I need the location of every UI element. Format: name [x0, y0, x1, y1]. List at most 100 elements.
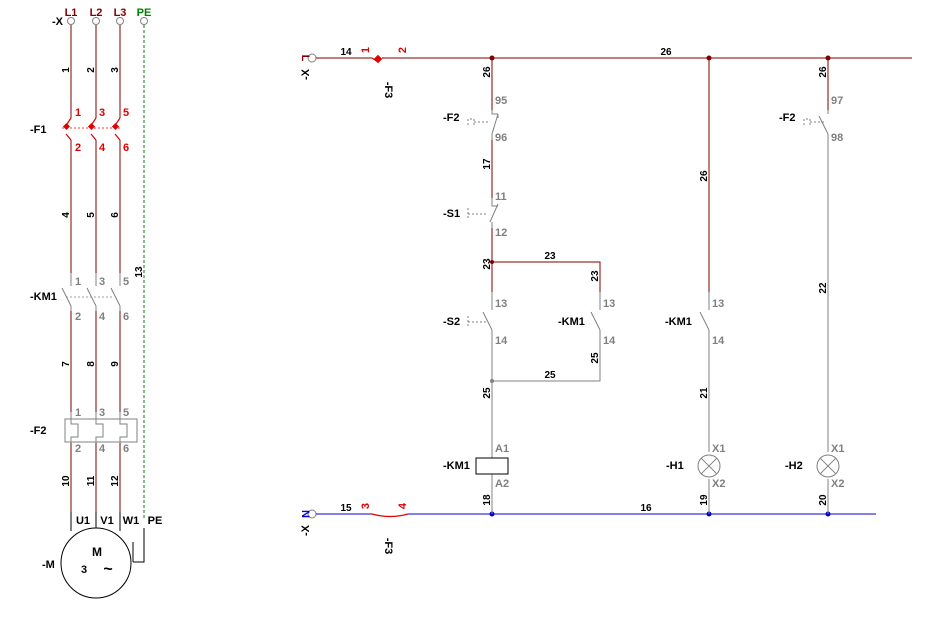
terminal-number: 96 [495, 132, 507, 144]
motor-ac-symbol: ~ [103, 561, 112, 578]
wire-number: 15 [340, 503, 352, 514]
terminal-number: 14 [712, 335, 725, 347]
terminal-number: 3 [99, 107, 105, 119]
power-terminals [67, 17, 148, 25]
wire-number: 26 [660, 47, 672, 58]
wire-number: 23 [482, 258, 493, 270]
wire-number: 25 [482, 387, 493, 399]
terminal-number: A2 [495, 478, 509, 490]
power-circuit: L1 L2 L3 PE -X 1 2 3 4 5 6 7 8 9 [30, 7, 162, 599]
terminal-number: 1 [75, 107, 81, 119]
wire-number: 2 [86, 67, 97, 73]
phase-wires [70, 25, 121, 520]
start-button-s2: -S2 13 14 [443, 292, 508, 347]
terminal-number: 6 [123, 142, 129, 154]
wire-number: 20 [818, 494, 829, 506]
contactor-km1-coil: -KM1 A1 A2 [443, 443, 509, 490]
component-tag: -S1 [443, 208, 460, 220]
terminal-number: 95 [495, 95, 507, 107]
component-tag: -KM1 [443, 460, 470, 472]
component-tag: -F2 [779, 112, 796, 124]
wire-number: 22 [818, 282, 829, 294]
supply-line-n: N -X 15 3 4 -F3 16 [299, 502, 876, 554]
wire-number: 21 [699, 387, 710, 399]
wire-number: 9 [110, 361, 121, 367]
terminal-number: 3 [360, 503, 372, 509]
conductor-label: L [299, 55, 311, 62]
component-tag: -KM1 [30, 291, 57, 303]
indicator-lamp-h2: -H2 X1 X2 [785, 443, 844, 490]
wire-number: 18 [482, 494, 493, 506]
wire-number: 6 [110, 212, 121, 218]
component-tag: -F1 [30, 124, 47, 136]
control-circuit: L -X 14 1 2 -F3 26 N -X 15 3 4 -F3 16 [299, 47, 912, 554]
wire-number: 1 [61, 67, 72, 73]
terminal-number: 14 [603, 335, 616, 347]
terminal-number: 4 [99, 311, 106, 323]
contactor-km1-aux-hold: -KM1 13 14 [558, 292, 616, 347]
terminal-tag: -X [300, 68, 312, 80]
wire-number: 7 [61, 361, 72, 367]
motor-terminal-v1: V1 [100, 515, 113, 527]
junction-dots [489, 55, 831, 517]
terminal-number: 13 [495, 298, 507, 310]
wire-number: 11 [86, 475, 97, 486]
terminal-number: 6 [123, 311, 129, 323]
overload-f2-no-contact: -F2 97 98 [779, 95, 843, 144]
component-tag: -KM1 [558, 316, 585, 328]
supply-line-l: L -X 14 1 2 -F3 26 [299, 47, 912, 98]
power-wire-numbers: 1 2 3 4 5 6 7 8 9 10 11 12 13 [61, 67, 145, 487]
motor-phase-count: 3 [81, 564, 87, 576]
wire-number: 3 [110, 67, 121, 73]
terminal-number: 97 [831, 95, 843, 107]
terminal-number: 3 [99, 276, 105, 288]
component-tag: -KM1 [665, 316, 692, 328]
stop-button-s1: -S1 11 12 [443, 191, 507, 239]
component-tag: -F2 [30, 425, 47, 437]
wire-number: 14 [340, 47, 352, 58]
terminal-number: 12 [495, 227, 507, 239]
terminal-number: 3 [99, 407, 105, 419]
terminal-number: 2 [75, 443, 81, 455]
component-tag: -M [42, 559, 55, 571]
branch-fault-lamp: 26 22 20 -F2 97 98 -H2 X1 X2 [779, 58, 844, 514]
pe-label: PE [137, 7, 152, 19]
wire-number: 10 [61, 475, 72, 487]
terminal-number: X2 [831, 478, 844, 490]
component-tag: -H1 [666, 460, 684, 472]
motor-symbol: M [92, 545, 102, 559]
wire-number: 17 [482, 158, 493, 170]
power-terminal-tag: -X [52, 16, 64, 28]
phase-label-l3: L3 [114, 7, 127, 19]
terminal-number: 2 [75, 142, 81, 154]
terminal-number: 6 [123, 443, 129, 455]
terminal-tag: -X [300, 524, 312, 536]
overload-f2: -F2 1 3 5 2 4 6 [30, 407, 138, 455]
contactor-km1-aux-lamp: -KM1 13 14 [665, 292, 725, 347]
wire-number: 8 [86, 361, 97, 367]
terminal-number: 5 [123, 407, 129, 419]
terminal-number: 2 [75, 311, 81, 323]
wire-number: 25 [590, 352, 601, 364]
branch-motor-control: 26 17 23 23 23 25 25 25 18 -F2 95 96 [443, 58, 616, 514]
terminal-number: 14 [495, 335, 508, 347]
motor-m: -M U1 V1 W1 PE M 3 ~ [42, 512, 162, 599]
component-tag: -F3 [382, 82, 394, 99]
terminal-number: 1 [360, 47, 372, 53]
phase-label-l1: L1 [65, 7, 78, 19]
motor-terminal-w1: W1 [123, 515, 140, 527]
wire-number: 5 [86, 212, 97, 218]
terminal-number: X1 [712, 443, 725, 455]
terminal-number: 1 [75, 407, 81, 419]
terminal-number: 4 [99, 142, 106, 154]
wire-number: 23 [590, 270, 601, 282]
component-tag: -F3 [382, 538, 394, 555]
wire-number: 13 [134, 266, 145, 278]
wire-number: 26 [699, 170, 710, 182]
wire-number: 25 [544, 370, 556, 381]
contactor-km1-main: -KM1 1 3 5 2 4 6 [30, 273, 129, 323]
fuse-f1: -F1 1 3 5 2 4 6 [30, 107, 129, 154]
phase-label-l2: L2 [90, 7, 103, 19]
terminal-number: X2 [712, 478, 725, 490]
overload-f2-nc-contact: -F2 95 96 [443, 95, 507, 144]
